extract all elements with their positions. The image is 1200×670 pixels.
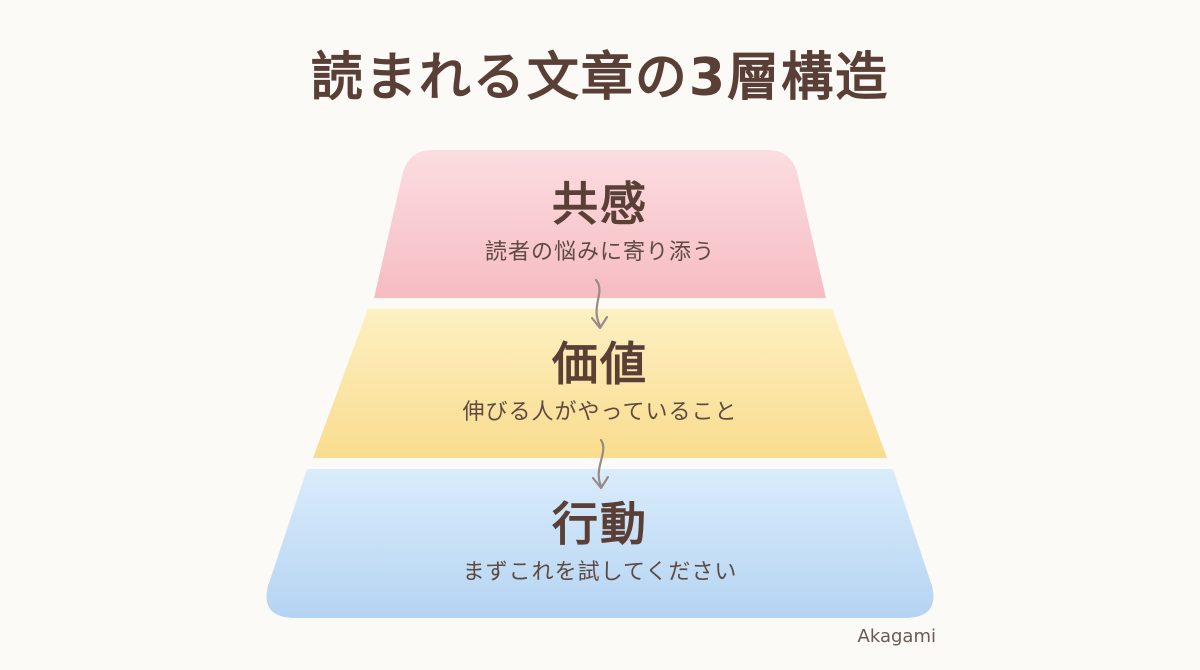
author-signature: Akagami bbox=[857, 626, 936, 647]
layer-action bbox=[266, 469, 934, 618]
layer-empathy-text: 共感 読者の悩みに寄り添う bbox=[0, 176, 1200, 268]
layer-value bbox=[313, 309, 887, 458]
arrowhead-icon bbox=[590, 315, 609, 330]
layer-value-text: 価値 伸びる人がやっていること bbox=[0, 336, 1200, 428]
arrow-down-icon bbox=[594, 278, 602, 328]
layer-heading: 価値 bbox=[552, 337, 648, 391]
layer-heading: 行動 bbox=[552, 497, 648, 551]
layer-empathy bbox=[374, 150, 826, 298]
arrow-down-icon bbox=[597, 438, 605, 488]
layer-heading: 共感 bbox=[552, 177, 648, 231]
layer-subtitle: まずこれを試してください bbox=[462, 560, 738, 585]
layer-subtitle: 伸びる人がやっていること bbox=[462, 400, 738, 425]
arrowhead-icon bbox=[591, 475, 610, 490]
diagram-title: 読まれる文章の3層構造 bbox=[310, 48, 890, 108]
layer-action-text: 行動 まずこれを試してください bbox=[0, 496, 1200, 588]
layer-subtitle: 読者の悩みに寄り添う bbox=[484, 240, 715, 265]
